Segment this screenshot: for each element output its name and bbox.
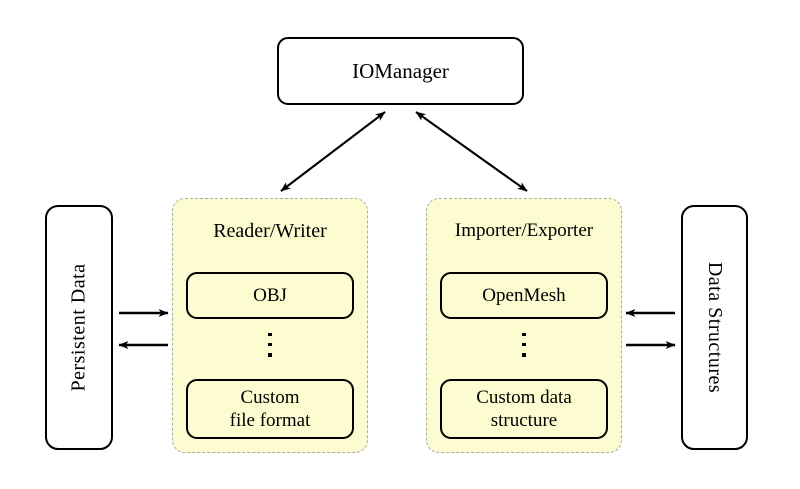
panel-importer-exporter-title: Importer/Exporter — [454, 220, 594, 241]
panel-importer-exporter[interactable]: Importer/Exporter OpenMesh Custom data s… — [426, 198, 622, 453]
persistent-data-node[interactable]: Persistent Data — [45, 205, 113, 450]
importer-exporter-item-custom-data-structure[interactable]: Custom data structure — [440, 379, 608, 439]
importer-exporter-item-openmesh-label: OpenMesh — [482, 284, 566, 306]
reader-writer-custom-line1: Custom — [240, 386, 300, 408]
data-structures-node[interactable]: Data Structures — [681, 205, 748, 450]
arrow-manager-importer-exporter — [415, 111, 528, 192]
reader-writer-item-obj-label: OBJ — [253, 284, 287, 306]
importer-exporter-custom-line1: Custom data — [476, 386, 572, 408]
persistent-data-label: Persistent Data — [67, 263, 90, 392]
data-structures-label: Data Structures — [704, 261, 727, 394]
panel-reader-writer-title: Reader/Writer — [213, 220, 327, 242]
reader-writer-ellipsis-icon — [173, 333, 367, 357]
importer-exporter-ellipsis-icon — [427, 333, 621, 357]
reader-writer-custom-line2: file format — [229, 410, 311, 431]
arrow-manager-reader-writer — [280, 111, 386, 192]
io-manager-node[interactable]: IOManager — [277, 37, 524, 105]
importer-exporter-item-openmesh[interactable]: OpenMesh — [440, 272, 608, 319]
panel-reader-writer[interactable]: Reader/Writer OBJ Custom file format — [172, 198, 368, 453]
reader-writer-item-custom-file-format[interactable]: Custom file format — [186, 379, 354, 439]
importer-exporter-custom-line2: structure — [490, 410, 558, 431]
reader-writer-item-obj[interactable]: OBJ — [186, 272, 354, 319]
io-manager-label: IOManager — [352, 58, 449, 83]
